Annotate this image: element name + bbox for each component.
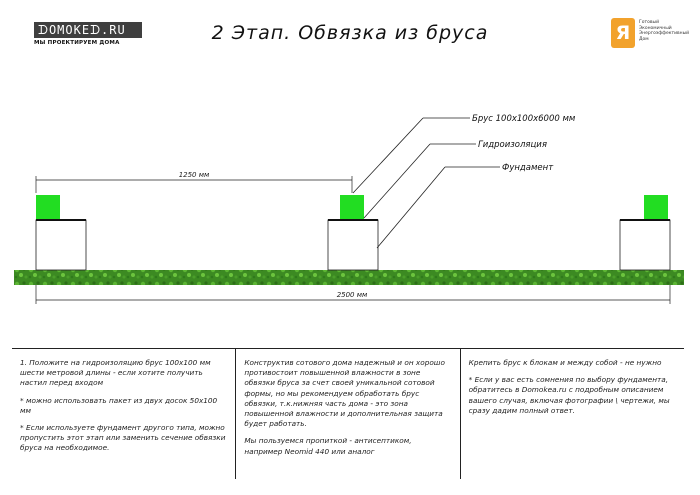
panel-middle-p2: Мы пользуемся пропиткой - антисептиком, … [244, 436, 412, 456]
panel-right: Крепить брус к блокам и между собой - не… [461, 349, 684, 479]
beam-left [36, 195, 60, 219]
leader-beam [352, 117, 470, 194]
foundation-diagram: 1250 мм 2500 мм Брус 100х100х6000 мм Гид… [14, 114, 684, 304]
leader-foundation [376, 166, 500, 249]
logo-tagline: МЫ ПРОЕКТИРУЕМ ДОМА [34, 40, 120, 46]
page-title: 2 Этап. Обвязка из бруса [211, 22, 489, 44]
panel-left-p3: * Если используете фундамент другого тип… [20, 423, 226, 453]
panel-left-p1: 1. Положите на гидроизоляцию брус 100х10… [20, 358, 211, 388]
foundation-block-left [35, 219, 87, 271]
beam-middle [340, 195, 364, 219]
dimension-top [35, 176, 353, 193]
beam-right [644, 195, 668, 219]
dimension-bottom [35, 285, 671, 304]
label-foundation: Фундамент [502, 163, 554, 173]
panel-left-p2: * можно использовать пакет из двух досок… [20, 395, 218, 415]
brand-text: Готовый Экономичный Энергоэффективный До… [639, 20, 690, 42]
ground-strip [14, 270, 684, 285]
text-panels: 1. Положите на гидроизоляцию брус 100х10… [12, 348, 684, 479]
panel-right-p2: * Если у вас есть сомнения по выбору фун… [468, 375, 670, 415]
leader-waterproofing [363, 143, 476, 219]
panel-left: 1. Положите на гидроизоляцию брус 100х10… [12, 349, 237, 479]
logo-wordmark: ᗪОМОКЕᗪ.RU [34, 22, 142, 38]
label-beam: Брус 100х100х6000 мм [472, 114, 576, 124]
dimension-top-label: 1250 мм [179, 171, 210, 179]
dimension-bottom-label: 2500 мм [337, 291, 368, 299]
label-waterproofing: Гидроизоляция [478, 140, 547, 150]
panel-middle-p1: Конструктив сотового дома надежный и он … [244, 358, 445, 429]
panel-middle: Конструктив сотового дома надежный и он … [236, 349, 461, 479]
panel-right-p1: Крепить брус к блокам и между собой - не… [468, 358, 662, 367]
foundation-block-middle [327, 219, 379, 271]
logo-left: ᗪОМОКЕᗪ.RU МЫ ПРОЕКТИРУЕМ ДОМА [34, 22, 142, 46]
brand-mark-icon: Я [611, 18, 635, 48]
foundation-block-right [619, 219, 671, 271]
